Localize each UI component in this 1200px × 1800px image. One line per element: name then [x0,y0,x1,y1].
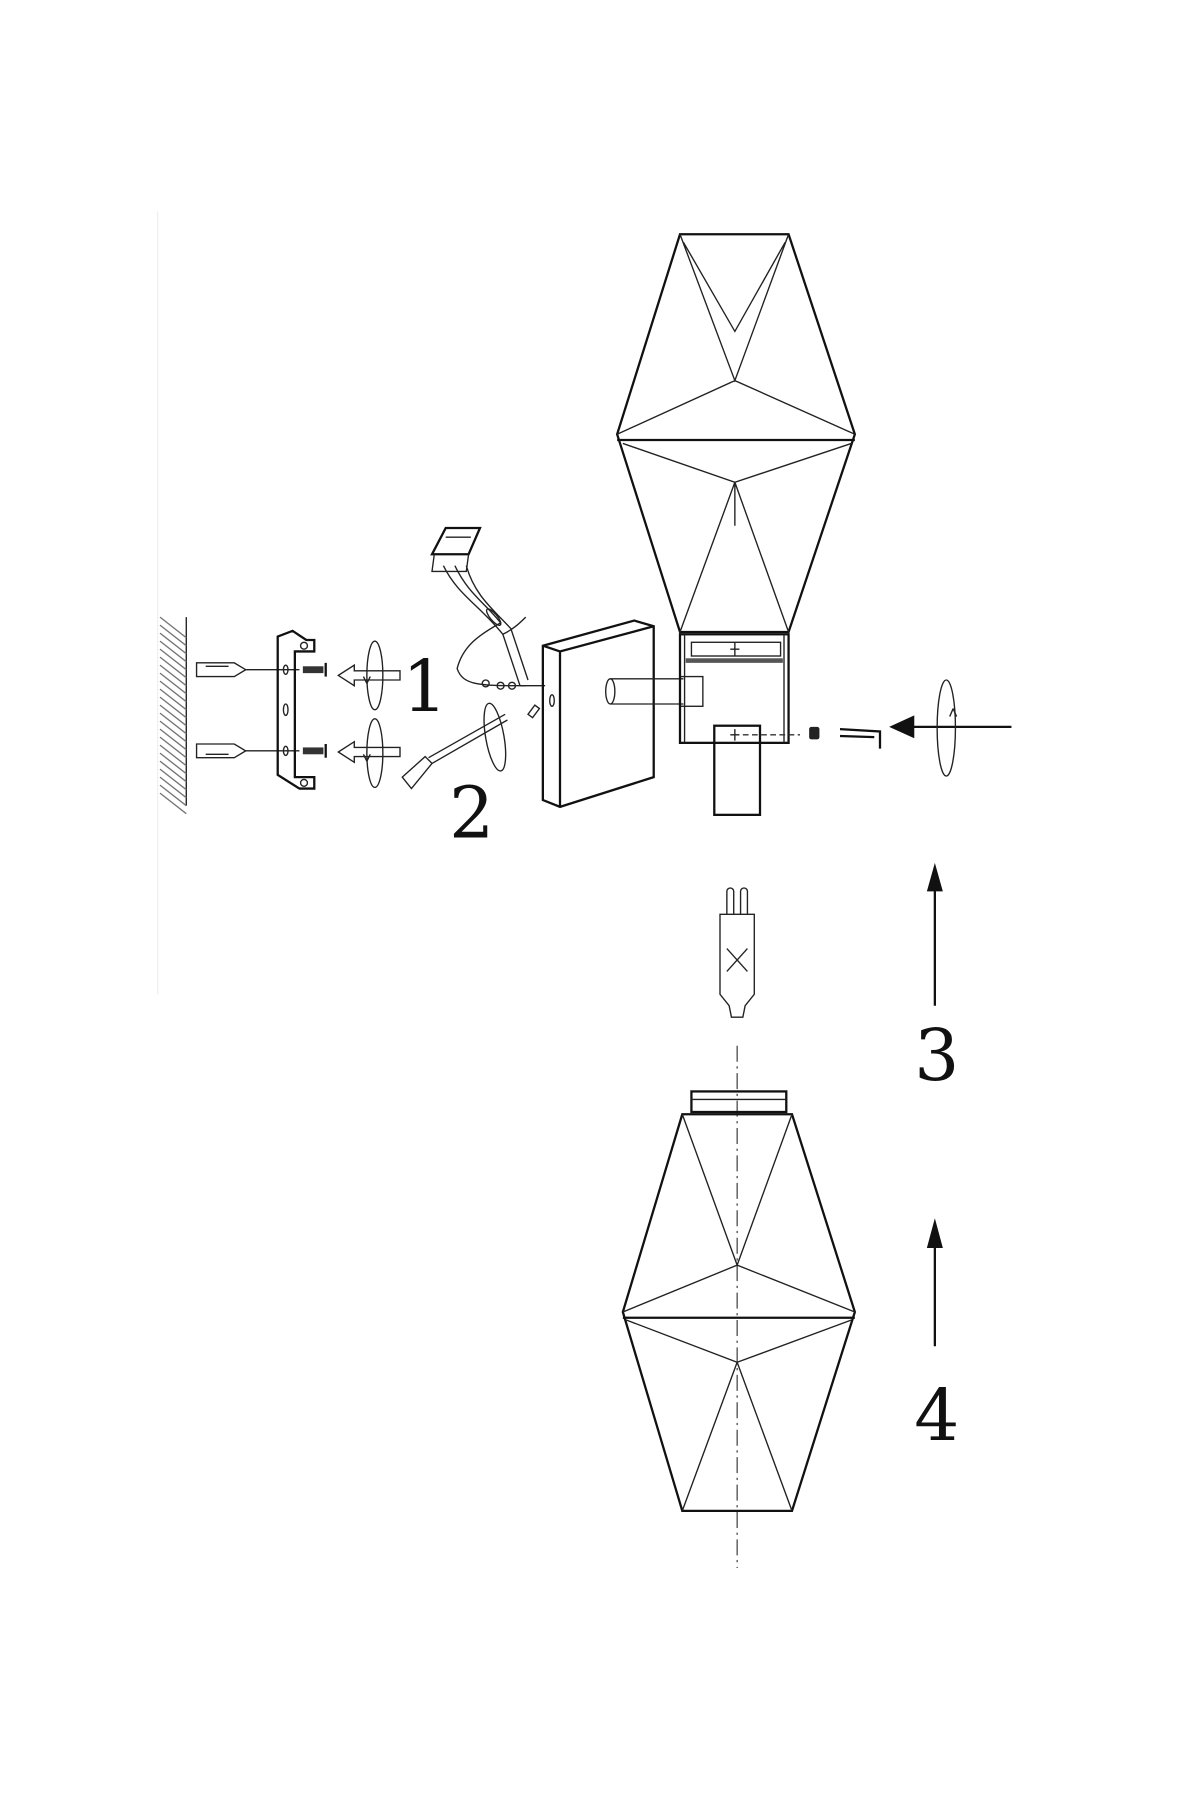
mounting-bracket [276,629,316,790]
wall-hatch-line [159,696,187,719]
rotate-icon [362,640,384,711]
step-label-2: 2 [449,772,494,855]
wall-hatch-line [159,664,187,687]
step-label-4: 4 [914,1374,959,1457]
terminal-block [430,526,482,573]
lower-glass-shade [621,1090,857,1512]
wall-hatch-line [159,728,187,751]
wall-hatch-line [159,648,187,671]
screw-top [302,662,327,677]
wall-plug-top [195,662,300,678]
wall-hatch-line [159,616,187,639]
wall-hatch-line [159,704,187,727]
wall-canopy [541,619,655,809]
wall-hatch-line [159,712,187,735]
wall-hatch-line [159,624,187,647]
wall-hatch-line [159,768,187,791]
wall-hatch-line [159,688,187,711]
wall-hatch-line [159,776,187,799]
upper-glass-shade [615,233,857,634]
wall-plug-bottom [195,743,300,759]
rotate-icon [362,718,384,789]
wall-hatch-line [159,680,187,703]
step-label-1: 1 [402,645,447,728]
arrow-up-step-4 [926,1218,943,1347]
screw-bottom [302,744,327,758]
wall-hatch-line [159,672,187,695]
wires [442,565,546,690]
wall-hatch-line [159,736,187,759]
wall-hatch-line [159,656,187,679]
wall-hatch-line [159,720,187,743]
step-label-3: 3 [914,1014,959,1097]
wall [159,616,187,815]
arrow-tighten [889,679,1012,777]
lamp-holder [678,633,800,816]
screwdriver-icon [401,702,541,790]
wall-hatch-line [159,632,187,655]
hollow-arrow-top [337,663,401,687]
g9-bulb-icon [719,887,755,1018]
wall-hatch-line [159,760,187,783]
wall-hatch-line [159,784,187,807]
wall-hatch-line [159,744,187,767]
arrow-up-step-3 [926,862,943,1006]
hollow-arrow-bottom [337,740,401,764]
wall-hatch-line [159,792,187,815]
wall-hatch-line [159,640,187,663]
grub-screw [809,726,820,740]
wall-hatch-line [159,752,187,775]
allen-key-icon [839,728,882,749]
